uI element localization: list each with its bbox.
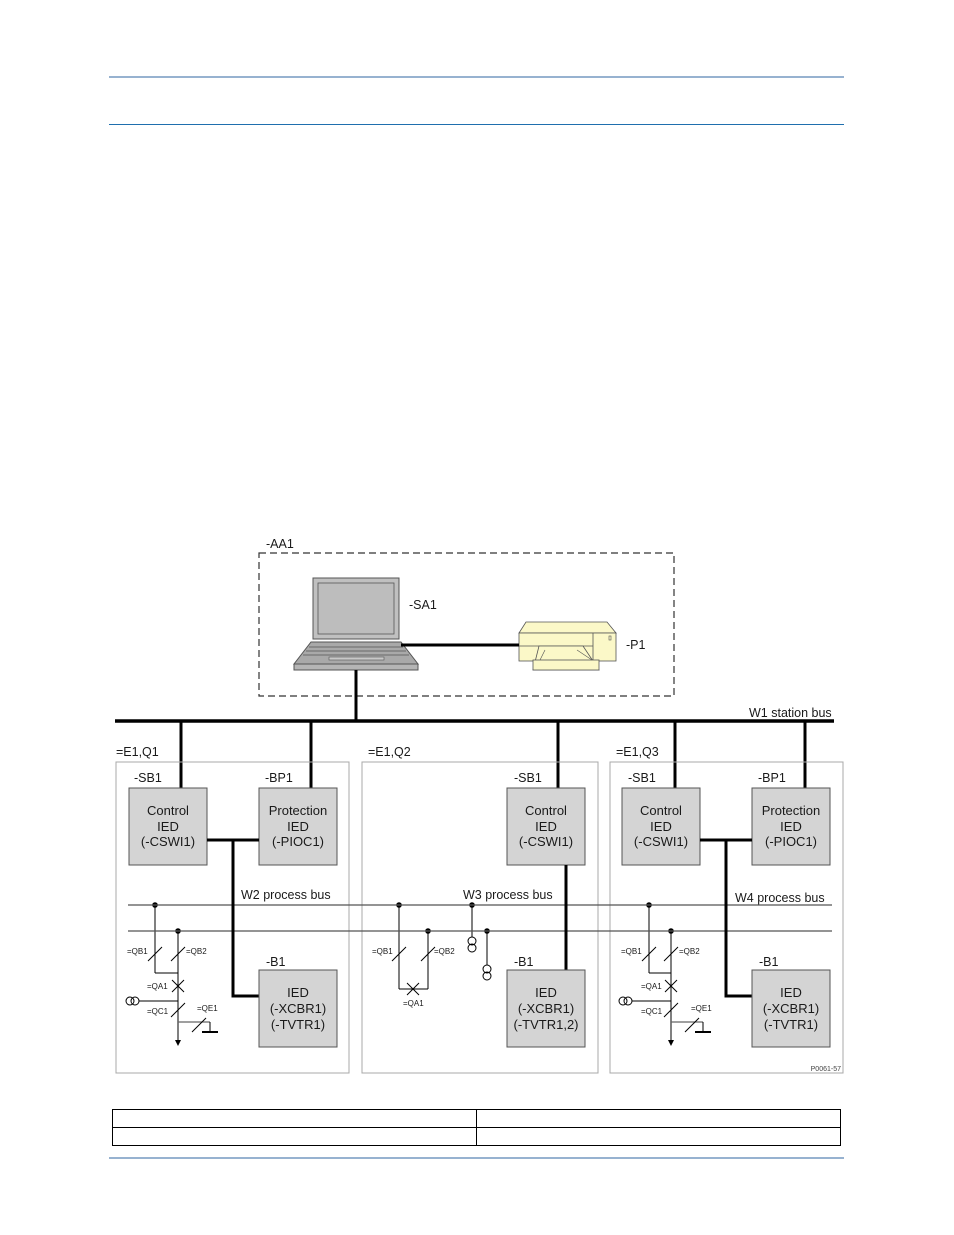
control-ied-tag: -SB1 — [134, 771, 162, 785]
protection-ied-line: (-PIOC1) — [272, 834, 324, 849]
control-ied — [128, 787, 208, 866]
control-ied-tag: -SB1 — [514, 771, 542, 785]
protection-ied-tag: -BP1 — [758, 771, 786, 785]
merging-ied-line: IED — [535, 985, 557, 1000]
control-ied-line: Control — [147, 803, 189, 818]
switch-label: =QC1 — [147, 1007, 169, 1016]
caption-table — [112, 1109, 841, 1146]
switch-label: =QB1 — [621, 947, 642, 956]
protection-ied-line: Protection — [762, 803, 821, 818]
bay-q2: =E1,Q2 -SB1 Control IED (-CSWI1) W3 proc… — [361, 745, 599, 1074]
table-row — [112, 1109, 841, 1128]
bay-q1: =E1,Q1 -SB1 Control IED (-CSWI1) -BP1 Pr… — [115, 745, 350, 1074]
merging-ied-line: (-TVTR1) — [271, 1017, 325, 1032]
table-cell — [112, 1109, 477, 1128]
bay-label: =E1,Q3 — [616, 745, 659, 759]
control-ied-line: IED — [157, 819, 179, 834]
single-line-diagram — [618, 902, 711, 1046]
bay-border — [361, 761, 599, 1074]
control-ied-tag: -SB1 — [628, 771, 656, 785]
switch-label: =QC1 — [641, 1007, 663, 1016]
laptop-icon — [292, 577, 420, 671]
switch-label: =QB1 — [372, 947, 393, 956]
merging-ied-line: (-TVTR1,2) — [514, 1017, 579, 1032]
printer-label: -P1 — [626, 638, 646, 652]
printer-icon — [518, 621, 617, 671]
bay-border — [609, 761, 844, 1074]
single-line-diagram — [125, 902, 218, 1046]
header-underline — [109, 124, 844, 125]
station-group: -AA1 -SA1 -P1 — [258, 537, 675, 721]
figure-id: P0061-57 — [811, 1066, 841, 1073]
protection-ied — [751, 787, 831, 866]
control-ied-line: IED — [650, 819, 672, 834]
switch-label: =QB2 — [186, 947, 207, 956]
protection-ied-line: IED — [287, 819, 309, 834]
control-ied-line: (-CSWI1) — [141, 834, 195, 849]
control-ied — [621, 787, 701, 866]
merging-ied-tag: -B1 — [266, 955, 286, 969]
table-cell — [476, 1109, 841, 1128]
protection-ied-tag: -BP1 — [265, 771, 293, 785]
merging-ied — [751, 969, 831, 1048]
protection-ied — [258, 787, 338, 866]
table-cell — [112, 1127, 477, 1146]
switch-label: =QA1 — [147, 982, 168, 991]
header-rule — [109, 76, 844, 78]
control-ied — [506, 787, 586, 866]
switch-label: =QB2 — [679, 947, 700, 956]
bay-border — [115, 761, 350, 1074]
footer-rule — [109, 1157, 844, 1159]
process-bus-label: W2 process bus — [241, 888, 331, 902]
station-group-border — [258, 552, 675, 697]
merging-ied-line: (-TVTR1) — [764, 1017, 818, 1032]
process-bus-link — [724, 840, 752, 998]
switch-label: =QB2 — [434, 947, 455, 956]
switch-label: =QA1 — [641, 982, 662, 991]
station-bus-label: W1 station bus — [749, 706, 832, 720]
control-ied-line: IED — [535, 819, 557, 834]
process-bus-label: W3 process bus — [463, 888, 553, 902]
merging-ied — [258, 969, 338, 1048]
control-ied-line: (-CSWI1) — [634, 834, 688, 849]
protection-ied-line: (-PIOC1) — [765, 834, 817, 849]
control-ied-line: (-CSWI1) — [519, 834, 573, 849]
merging-ied-tag: -B1 — [514, 955, 534, 969]
switch-label: =QA1 — [403, 999, 424, 1008]
table-row — [112, 1127, 841, 1146]
switch-label: =QE1 — [691, 1004, 712, 1013]
switch-label: =QB1 — [127, 947, 148, 956]
protection-ied-line: IED — [780, 819, 802, 834]
merging-ied-line: (-XCBR1) — [270, 1001, 326, 1016]
computer-label: -SA1 — [409, 598, 437, 612]
merging-ied-line: (-XCBR1) — [518, 1001, 574, 1016]
process-bus-link — [231, 840, 259, 998]
control-ied-line: Control — [640, 803, 682, 818]
process-bus-label: W4 process bus — [735, 891, 825, 905]
protection-ied-line: Protection — [269, 803, 328, 818]
merging-ied-line: IED — [780, 985, 802, 1000]
bay-label: =E1,Q1 — [116, 745, 159, 759]
merging-ied-tag: -B1 — [759, 955, 779, 969]
merging-ied-line: IED — [287, 985, 309, 1000]
merging-ied-line: (-XCBR1) — [763, 1001, 819, 1016]
table-cell — [476, 1127, 841, 1146]
control-ied-line: Control — [525, 803, 567, 818]
merging-ied — [506, 969, 586, 1048]
switch-label: =QE1 — [197, 1004, 218, 1013]
station-group-label: -AA1 — [266, 537, 294, 551]
bay-label: =E1,Q2 — [368, 745, 411, 759]
